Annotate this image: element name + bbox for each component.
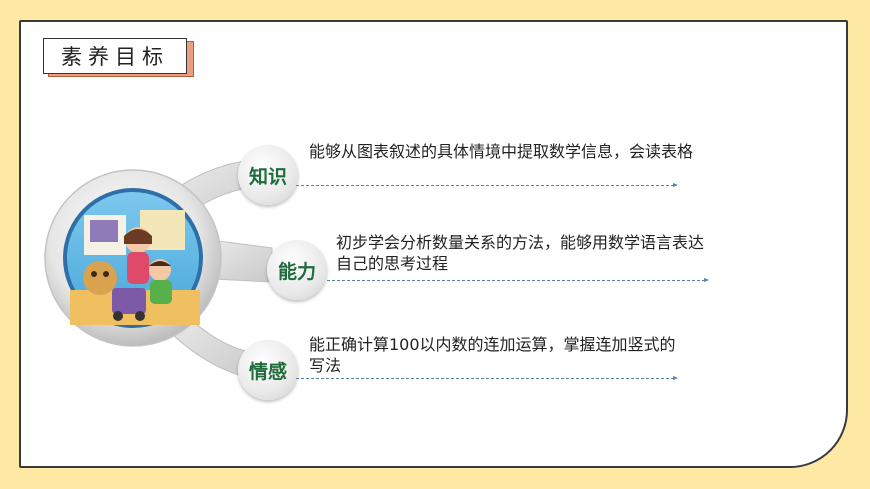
badge-emotion: 情感 [238,340,298,400]
page-title: 素养目标 [43,38,187,74]
badge-ability: 能力 [267,240,327,300]
children-illustration [70,210,200,325]
divider-knowledge [296,183,678,187]
goal-text-knowledge: 能够从图表叙述的具体情境中提取数学信息，会读表格 [309,142,694,161]
badge-knowledge: 知识 [238,145,298,205]
divider-ability [327,278,709,282]
goal-text-ability: 初步学会分析数量关系的方法，能够用数学语言表达自己的思考过程 [336,233,705,273]
goal-text-emotion: 能正确计算100以内数的连加运算，掌握连加竖式的写法 [309,335,676,375]
divider-emotion [296,376,678,380]
